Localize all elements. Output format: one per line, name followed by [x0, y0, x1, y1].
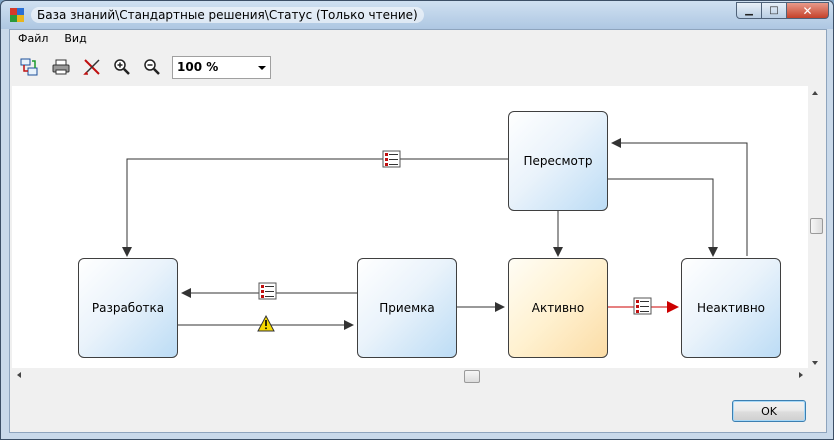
node-acceptance-label: Приемка [379, 301, 435, 315]
node-active-label: Активно [531, 301, 585, 315]
maximize-button[interactable]: □ [761, 2, 787, 19]
node-inactive[interactable]: Неактивно [681, 258, 781, 358]
title-bar[interactable]: База знаний\Стандартные решения\Статус (… [1, 1, 833, 29]
edge-inactive-to-review [611, 138, 748, 256]
client-area: Файл Вид [9, 29, 827, 433]
node-inactive-label: Неактивно [696, 301, 766, 315]
ok-button[interactable]: OK [732, 400, 806, 422]
disconnect-button[interactable] [81, 56, 103, 78]
horizontal-scroll-thumb[interactable] [464, 370, 480, 383]
warning-icon [257, 314, 275, 332]
app-icon [10, 8, 24, 22]
node-development-label: Разработка [91, 301, 165, 315]
node-active[interactable]: Активно [508, 258, 608, 358]
disconnect-icon [83, 59, 100, 75]
window-title: База знаний\Стандартные решения\Статус (… [31, 7, 424, 23]
edge-review-to-inactive [608, 178, 718, 257]
condition-list-icon [382, 150, 401, 168]
minimize-icon: ▁ [745, 5, 753, 16]
scroll-down-icon[interactable] [812, 361, 818, 365]
scroll-right-icon[interactable] [799, 372, 803, 378]
vertical-scroll-thumb[interactable] [810, 218, 823, 234]
zoom-in-button[interactable] [111, 56, 133, 78]
condition-list-icon [633, 297, 652, 315]
node-acceptance[interactable]: Приемка [357, 258, 457, 358]
vertical-scrollbar[interactable] [808, 86, 824, 370]
menu-view[interactable]: Вид [64, 32, 87, 45]
zoom-value: 100 % [177, 60, 219, 74]
menu-bar: Файл Вид [10, 30, 826, 48]
zoom-select[interactable]: 100 % [172, 56, 271, 79]
close-icon: ✕ [802, 3, 813, 18]
diagram-canvas[interactable]: Пересмотр Разработка Приемка Активно Неа… [12, 86, 808, 370]
print-button[interactable] [50, 56, 72, 78]
node-review-label: Пересмотр [523, 154, 593, 168]
chevron-down-icon [258, 66, 266, 70]
zoom-out-button[interactable] [141, 56, 163, 78]
diagram-icon [20, 58, 38, 76]
scroll-left-icon[interactable] [17, 372, 21, 378]
minimize-button[interactable]: ▁ [736, 2, 762, 19]
node-development[interactable]: Разработка [78, 258, 178, 358]
toolbar: 100 % [10, 50, 826, 84]
node-review[interactable]: Пересмотр [508, 111, 608, 211]
print-icon [52, 59, 70, 75]
zoom-in-icon [114, 59, 130, 75]
menu-file[interactable]: Файл [18, 32, 49, 45]
close-button[interactable]: ✕ [786, 2, 829, 19]
condition-list-icon [258, 282, 277, 300]
horizontal-scrollbar[interactable] [12, 368, 808, 384]
maximize-icon: □ [769, 5, 779, 16]
diagram-view-button[interactable] [18, 56, 40, 78]
zoom-out-icon [144, 59, 160, 75]
scroll-up-icon[interactable] [812, 91, 818, 95]
edge-review-to-development [122, 158, 508, 257]
diagram-edges [122, 138, 748, 332]
